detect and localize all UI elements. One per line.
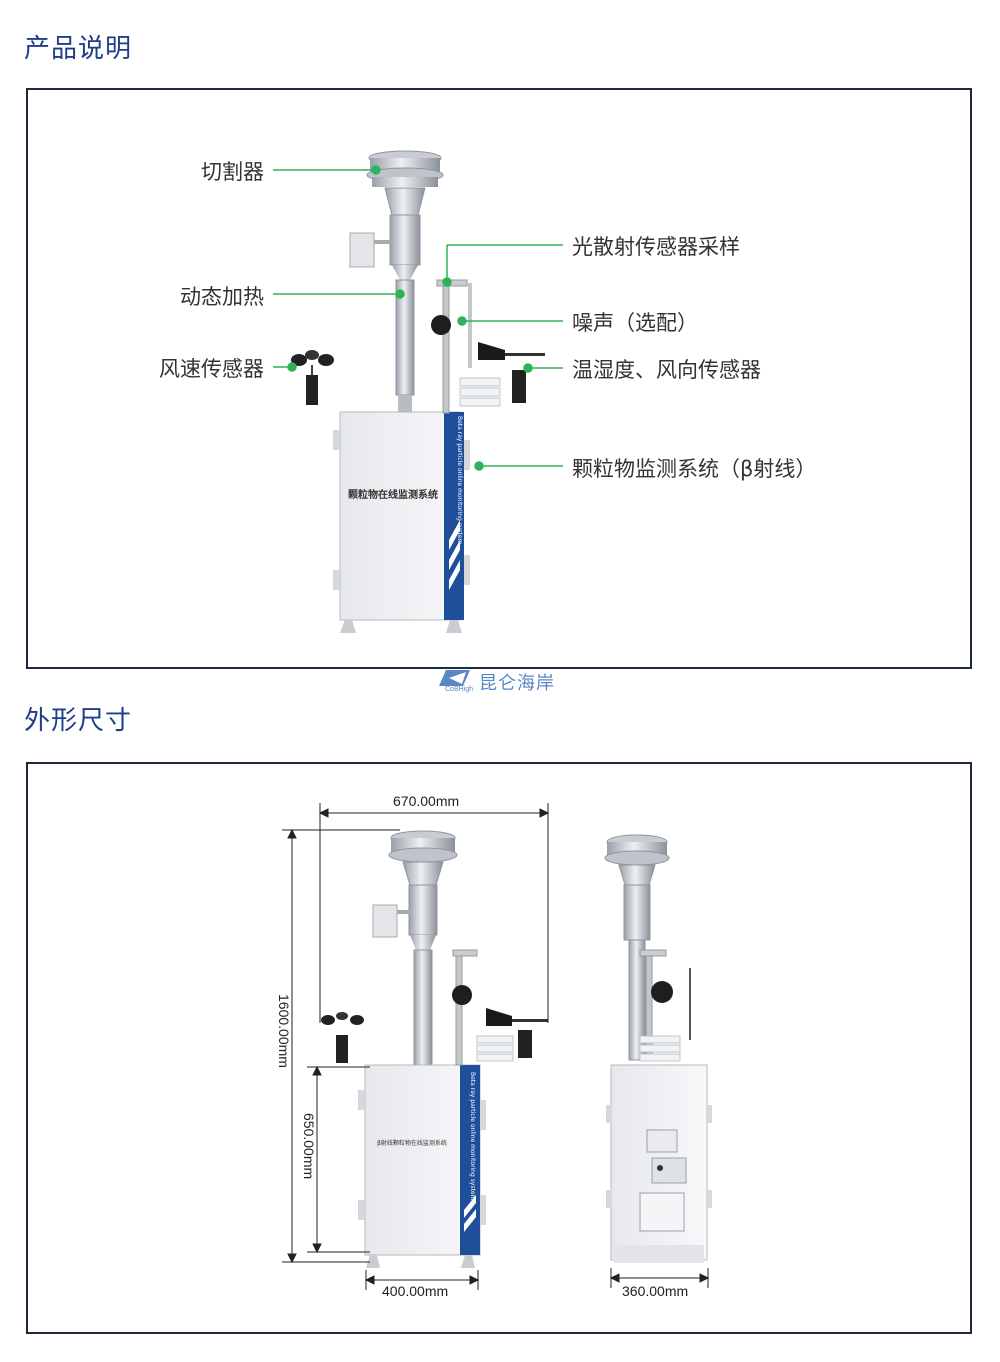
dim-side-width: 360.00mm — [622, 1283, 689, 1299]
device-side-view — [604, 834, 712, 1263]
dim-cabinet-height: 650.00mm — [301, 1113, 317, 1180]
callout-cutter: 切割器 — [201, 160, 264, 184]
callout-temp-humidity: 温湿度、风向传感器 — [572, 358, 761, 382]
callout-particulate: 颗粒物监测系统（β射线） — [572, 457, 817, 481]
dim-height-total: 1600.00mm — [276, 994, 292, 1068]
device-front-dimension — [321, 830, 548, 1268]
callout-dynamic-heating: 动态加热 — [180, 285, 264, 309]
section-title-product: 产品说明 — [24, 34, 133, 64]
brand-logo-sub: CoBHigh — [445, 686, 474, 693]
cabinet-label: 颗粒物在线监测系统 — [348, 490, 438, 501]
dimension-lines — [282, 803, 710, 1290]
section-title-dimensions: 外形尺寸 — [24, 706, 133, 736]
brand-logo-text: 昆仑海岸 — [479, 673, 555, 694]
callout-lines — [273, 165, 563, 471]
small-cabinet-label: β射线颗粒物在线监测系统 — [377, 1140, 447, 1147]
callout-noise: 噪声（选配） — [572, 311, 698, 335]
dim-width-total: 670.00mm — [393, 793, 460, 809]
cabinet-stripe-text: Beta ray particle online monitoring syst… — [456, 416, 463, 545]
small-stripe-text: Beta ray particle online monitoring syst… — [469, 1072, 476, 1201]
dim-cabinet-width: 400.00mm — [382, 1283, 449, 1299]
device-front-main — [291, 150, 545, 633]
callout-light-scatter: 光散射传感器采样 — [572, 235, 740, 259]
callout-wind-speed: 风速传感器 — [159, 357, 264, 381]
